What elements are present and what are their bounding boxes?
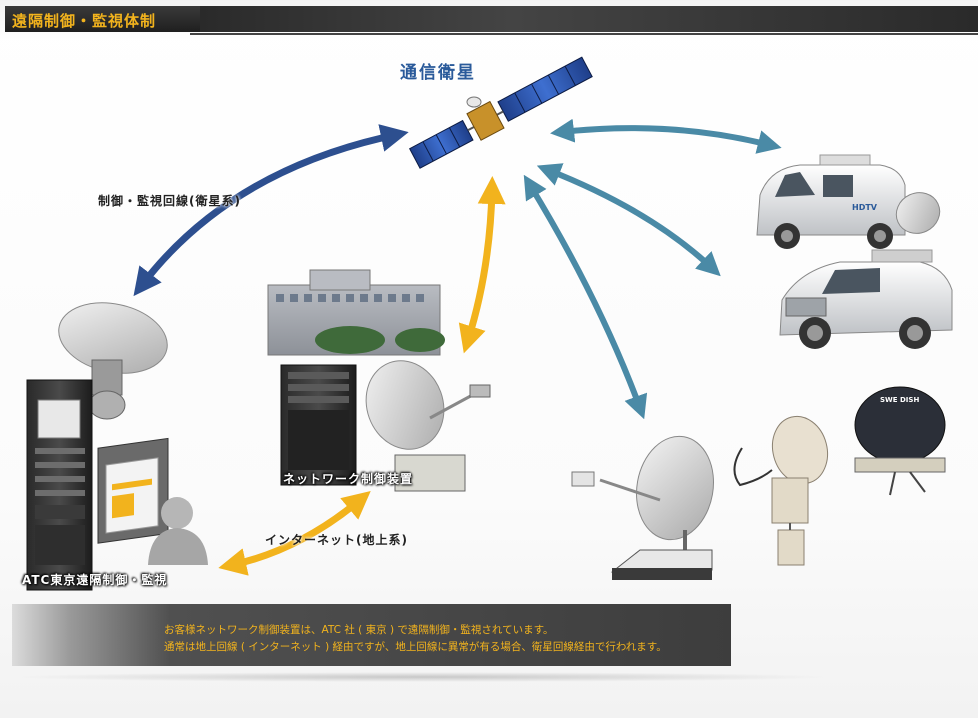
header-tab — [5, 6, 978, 32]
satellite-label: 通信衛星 — [400, 63, 476, 83]
satellite-icon — [408, 56, 593, 169]
atc-station-illustration — [26, 302, 208, 591]
note-box: お客様ネットワーク制御装置は、ATC 社 ( 東京 ) で遠隔制御・監視されてい… — [12, 604, 731, 666]
note-shadow — [12, 672, 832, 682]
control-link-label: 制御・監視回線(衛星系) — [98, 194, 241, 208]
note-line-2: 通常は地上回線 ( インターネット ) 経由ですが、地上回線に異常が有る場合、衛… — [164, 641, 667, 653]
suv-illustration — [779, 249, 953, 349]
network-device-label: ネットワーク制御装置 — [283, 472, 414, 486]
internet-link-label: インターネット(地上系) — [265, 533, 408, 547]
van-link-arrow — [550, 118, 782, 154]
ground-station-illustration — [571, 435, 714, 580]
atc-label: ATC東京遠隔制御・監視 — [22, 573, 168, 587]
flyaway-badge: SWE DISH — [880, 396, 919, 404]
satellite-link-arrow — [458, 176, 506, 354]
portable-antenna-illustration — [733, 415, 829, 566]
hdtv-van-illustration: HDTV — [756, 154, 941, 249]
flyaway-terminal-illustration: SWE DISH — [854, 386, 946, 496]
note-line-1: お客様ネットワーク制御装置は、ATC 社 ( 東京 ) で遠隔制御・監視されてい… — [164, 624, 554, 636]
page-title: 遠隔制御・監視体制 — [12, 12, 157, 30]
ground-station-link-arrow — [523, 174, 648, 420]
internet-link-arrow — [218, 491, 371, 576]
header-divider — [190, 33, 978, 35]
van-badge: HDTV — [852, 203, 878, 212]
control-link-arrow — [133, 124, 409, 297]
network-device-illustration — [267, 269, 491, 492]
